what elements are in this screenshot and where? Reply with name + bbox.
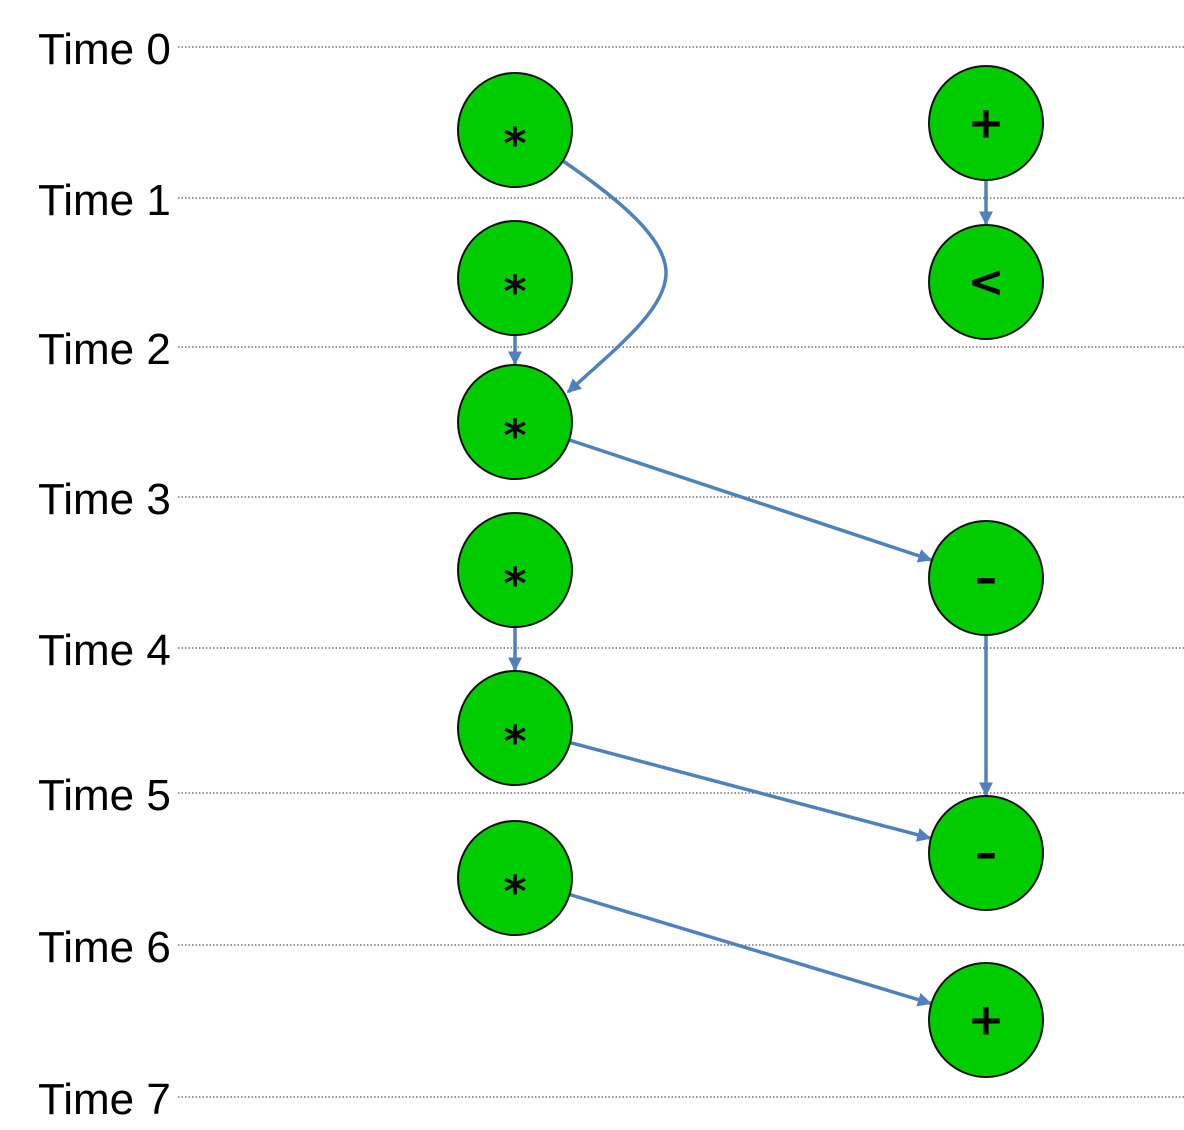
op-node-mul-a2: * (457, 220, 573, 336)
nodes: * * * * * * + < – – + (457, 65, 1044, 1078)
op-symbol: – (975, 553, 997, 604)
op-symbol: < (968, 257, 1005, 308)
op-node-mul-a3: * (457, 364, 573, 480)
op-node-circle (457, 364, 573, 480)
op-node-circle (457, 512, 573, 628)
time-row: Time 3 (38, 475, 1184, 524)
edges (508, 159, 993, 1007)
op-symbol: + (968, 98, 1005, 149)
op-node-mul-a6: * (457, 820, 573, 936)
op-node-mul-a4: * (457, 512, 573, 628)
time-rows: Time 0 Time 1 Time 2 Time 3 Time 4 Time 5 Time… (38, 25, 1184, 1124)
op-node-mul-a5: * (457, 670, 573, 786)
op-node-circle (928, 520, 1044, 636)
op-symbol: * (503, 559, 526, 610)
op-node-circle (457, 670, 573, 786)
op-symbol: * (503, 867, 526, 918)
op-node-add-b1: + (928, 65, 1044, 181)
time-row: Time 5 (38, 771, 1184, 820)
time-label: Time 2 (38, 325, 171, 374)
edge-arrow-mul-a3-to-sub-b3 (568, 438, 933, 563)
op-node-lt-b2: < (928, 224, 1044, 340)
op-node-add-b5: + (928, 962, 1044, 1078)
time-label: Time 0 (38, 25, 171, 74)
time-label: Time 1 (38, 176, 171, 225)
op-symbol: * (503, 717, 526, 768)
op-symbol: * (503, 411, 526, 462)
op-node-circle (457, 72, 573, 188)
time-row: Time 6 (38, 923, 1184, 972)
time-label: Time 7 (38, 1075, 171, 1124)
edge-arrow-mul-a5-to-sub-b4 (569, 740, 932, 842)
op-symbol: + (968, 995, 1005, 1046)
edge-arrow-mul-a6-to-add-b5 (569, 892, 932, 1007)
op-node-circle (457, 220, 573, 336)
time-label: Time 5 (38, 771, 171, 820)
time-row: Time 1 (38, 176, 1184, 225)
time-row: Time 2 (38, 325, 1184, 374)
op-node-mul-a1: * (457, 72, 573, 188)
time-row: Time 4 (38, 626, 1184, 675)
time-label: Time 6 (38, 923, 171, 972)
time-label: Time 4 (38, 626, 171, 675)
time-row: Time 7 (38, 1075, 1184, 1124)
time-row: Time 0 (38, 25, 1184, 74)
op-node-sub-b4: – (928, 795, 1044, 911)
op-node-circle (928, 962, 1044, 1078)
op-symbol: * (503, 119, 526, 170)
op-symbol: – (975, 828, 997, 879)
op-symbol: * (503, 267, 526, 318)
op-node-circle (928, 224, 1044, 340)
edge-arrow-mul-a1-to-mul-a3 (562, 159, 668, 394)
op-node-sub-b3: – (928, 520, 1044, 636)
time-label: Time 3 (38, 475, 171, 524)
op-node-circle (928, 795, 1044, 911)
op-node-circle (457, 820, 573, 936)
op-node-circle (928, 65, 1044, 181)
